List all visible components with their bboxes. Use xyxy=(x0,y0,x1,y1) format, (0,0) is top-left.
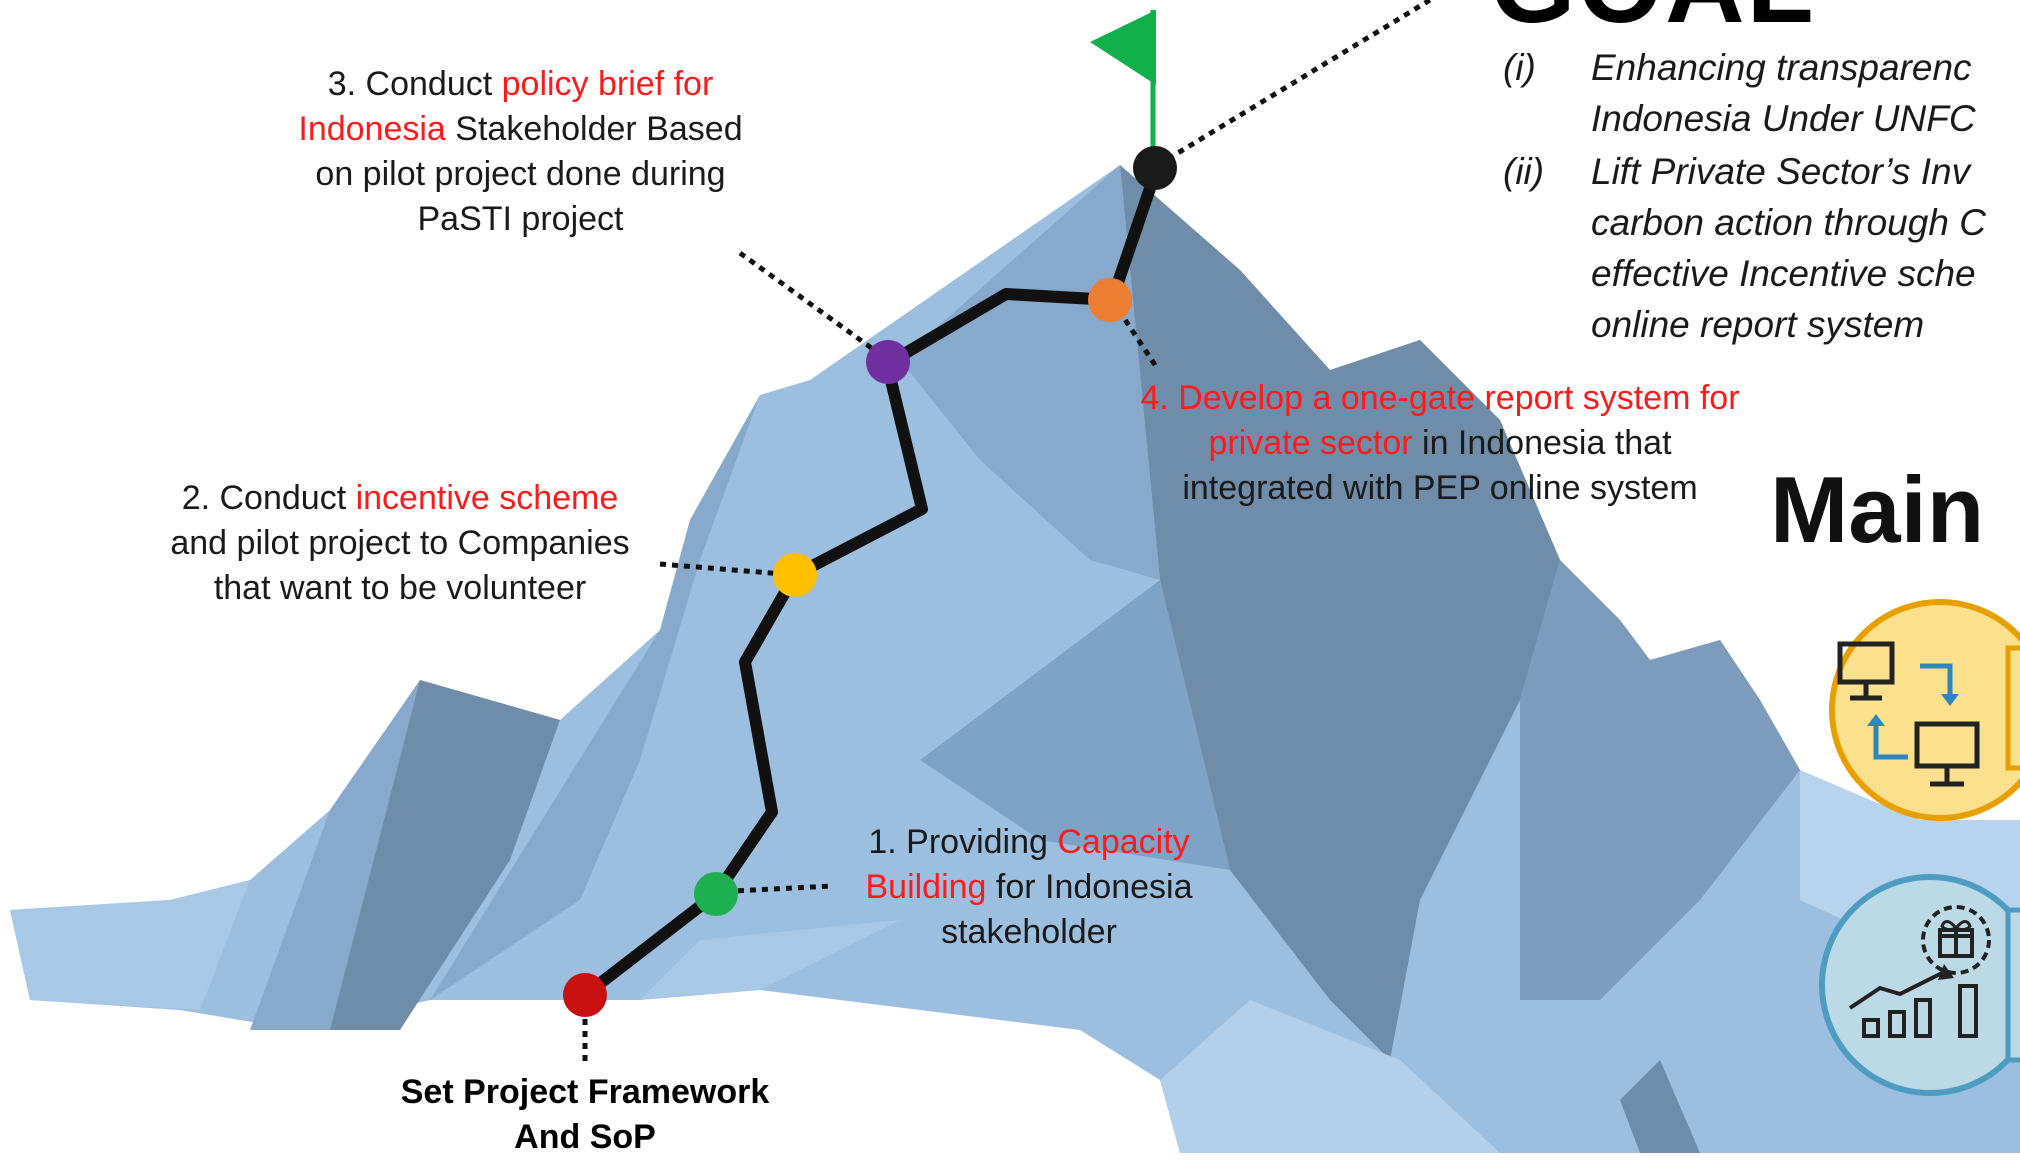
step1-text-highlight: Capacity Building xyxy=(865,823,1190,906)
goal-item-text: Lift Private Sector’s Inv carbon action … xyxy=(1591,146,2020,350)
goal-item-line: Indonesia Under UNFC xyxy=(1591,98,1976,139)
step1-text-pre: 1. Providing xyxy=(868,823,1058,861)
step4-text-post: in Indonesia that integrated with PEP on… xyxy=(1182,424,1698,507)
goal-item-2: (ii) Lift Private Sector’s Inv carbon ac… xyxy=(1503,146,2020,356)
step4-text-highlight: 4. Develop a one-gate report system for … xyxy=(1140,379,1740,462)
step2-text-pre: 2. Conduct xyxy=(181,479,356,517)
step3-text-post: Stakeholder Based on pilot project done … xyxy=(315,110,743,238)
mountain xyxy=(10,165,2020,1153)
step1-label: 1. Providing Capacity Building for Indon… xyxy=(844,820,1214,955)
goal-title: GOAL xyxy=(1490,0,1816,40)
incentive-growth-icon xyxy=(1819,874,2020,1096)
computers-transfer-icon xyxy=(1829,599,2020,821)
step3-text-pre: 3. Conduct xyxy=(327,65,502,103)
step2-label: 2. Conduct incentive scheme and pilot pr… xyxy=(150,476,650,611)
goal-item-line: online report system xyxy=(1591,304,1925,345)
climb-path xyxy=(579,159,1164,1001)
step3-text-highlight: policy brief for Indonesia xyxy=(298,65,714,148)
milestone-dot-step1 xyxy=(694,872,738,916)
goal-item-line: Enhancing transparenc xyxy=(1591,47,1972,88)
goal-item-number: (ii) xyxy=(1503,151,1545,192)
goal-item-line: effective Incentive sche xyxy=(1591,253,1976,294)
goal-item-line: Lift Private Sector’s Inv xyxy=(1591,151,1971,192)
leader-peak-to-goal xyxy=(1156,0,1432,168)
leader-step1 xyxy=(713,883,833,895)
goal-item-1: (i) Enhancing transparenc Indonesia Unde… xyxy=(1503,42,2020,152)
main-title: Main xyxy=(1770,457,1985,562)
step4-label: 4. Develop a one-gate report system for … xyxy=(1130,376,1750,511)
step3-label: 3. Conduct policy brief for Indonesia St… xyxy=(298,62,743,242)
start-label-line1: Set Project Framework xyxy=(400,1073,770,1111)
goal-item-line: carbon action through C xyxy=(1591,202,1986,243)
milestone-dot-start xyxy=(563,973,607,1017)
start-label: Set Project Framework And SoP xyxy=(330,1070,840,1160)
step1-text-post: for Indonesia stakeholder xyxy=(941,868,1193,951)
leader-step2 xyxy=(659,561,796,578)
flag-icon xyxy=(1090,10,1156,165)
goal-item-number: (i) xyxy=(1503,47,1536,88)
milestone-dot-peak xyxy=(1133,146,1177,190)
goal-item-text: Enhancing transparenc Indonesia Under UN… xyxy=(1591,42,2020,144)
step2-text-highlight: incentive scheme xyxy=(355,479,619,517)
milestone-dot-step2 xyxy=(773,553,817,597)
milestone-dot-step4 xyxy=(1088,278,1132,322)
milestone-dot-step3 xyxy=(866,340,910,384)
start-label-line2: And SoP xyxy=(514,1118,656,1156)
step2-text-post: and pilot project to Companies that want… xyxy=(170,524,630,607)
